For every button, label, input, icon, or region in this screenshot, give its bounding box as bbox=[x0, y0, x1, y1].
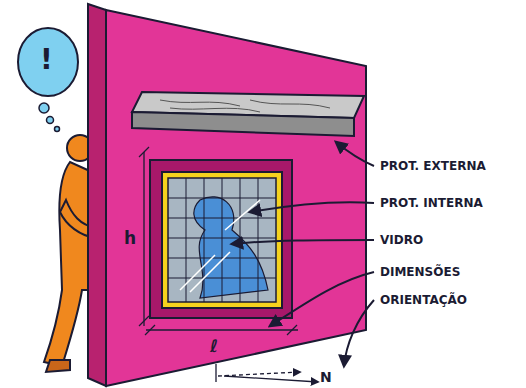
north-arrow bbox=[216, 364, 318, 382]
wall-side bbox=[88, 4, 106, 386]
bubble-dot bbox=[39, 103, 49, 113]
glass-grid bbox=[168, 178, 276, 302]
wall-face bbox=[106, 10, 366, 386]
callout-label: PROT. EXTERNA bbox=[380, 160, 486, 172]
internal-curtain bbox=[194, 197, 268, 298]
exclamation-mark: ! bbox=[40, 46, 53, 74]
leader-arrows bbox=[232, 142, 374, 366]
window-reveal bbox=[150, 160, 292, 318]
callout-label: ORIENTAÇÃO bbox=[380, 294, 467, 306]
sunshade-edge bbox=[132, 112, 354, 136]
glass-glare bbox=[180, 200, 260, 292]
thought-bubble bbox=[18, 28, 78, 96]
callout-label: DIMENSÕES bbox=[380, 266, 460, 278]
window-frame bbox=[162, 172, 282, 308]
callout-label: VIDRO bbox=[380, 234, 423, 246]
dimension-label: ℓ bbox=[210, 338, 218, 355]
window-glass bbox=[168, 178, 276, 302]
dimension-label: h bbox=[124, 230, 136, 247]
callout-label: PROT. INTERNA bbox=[380, 197, 483, 209]
bubble-dot bbox=[55, 127, 60, 132]
north-label: N bbox=[320, 370, 332, 384]
slab-texture bbox=[160, 100, 330, 112]
bubble-dot bbox=[47, 117, 54, 124]
